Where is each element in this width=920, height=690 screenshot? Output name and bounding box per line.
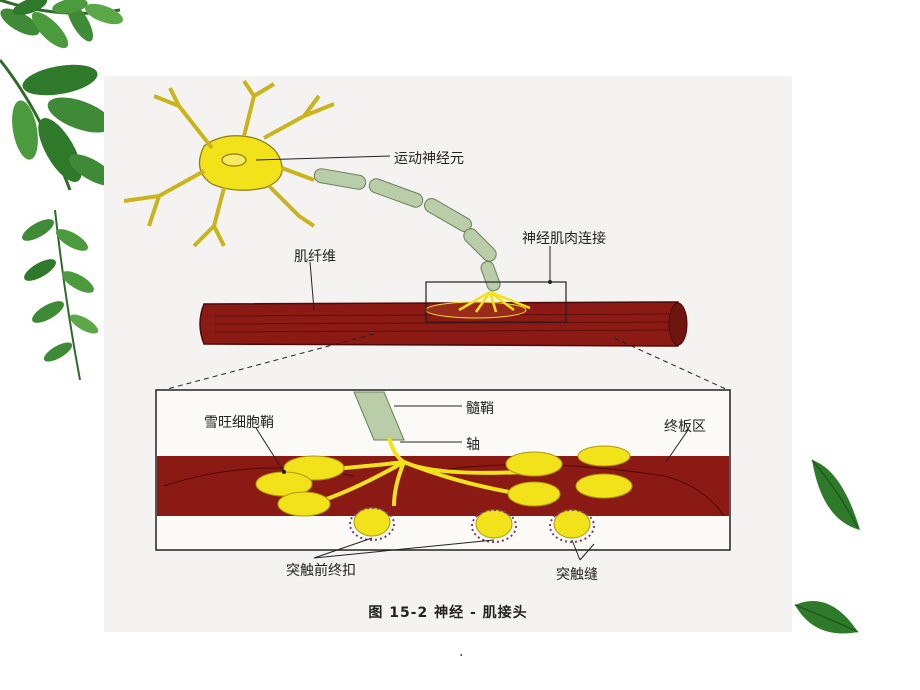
nmj-diagram — [123, 79, 731, 561]
label-myelin-sheath: 髓鞘 — [466, 401, 494, 417]
leader-lines — [255, 155, 689, 561]
label-neuromuscular-junction: 神经肌肉连接 — [522, 231, 606, 247]
left-leaves-icon — [0, 59, 116, 191]
label-schwann-cell-sheath: 雪旺细胞鞘 — [204, 415, 274, 431]
label-endplate-region: 终板区 — [664, 419, 706, 435]
zoom-lines — [155, 333, 729, 393]
enlarged-junction-panel — [155, 389, 731, 551]
top-left-fern-icon — [0, 0, 123, 49]
neuromuscular-junction-figure: 运动神经元 神经肌肉连接 肌纤维 髓鞘 雪旺细胞鞘 轴 终板区 突触前终扣 突触… — [104, 76, 792, 632]
leader-dots — [282, 280, 552, 474]
label-muscle-fiber: 肌纤维 — [294, 249, 336, 265]
label-synaptic-cleft: 突触缝 — [556, 567, 598, 583]
bottom-right-leaf-icon — [794, 601, 859, 634]
motor-neuron — [123, 79, 335, 248]
right-leaf-icon — [811, 459, 860, 530]
figure-caption: 图 15-2 神经 - 肌接头 — [368, 605, 528, 621]
left-fern-branch-icon — [22, 209, 99, 381]
label-motor-neuron: 运动神经元 — [394, 151, 464, 167]
label-presynaptic-terminal: 突触前终扣 — [286, 563, 356, 579]
footer-dot: . — [459, 644, 464, 660]
label-axon: 轴 — [466, 437, 480, 453]
myelinated-axon — [281, 166, 501, 292]
muscle-fiber — [199, 281, 688, 347]
